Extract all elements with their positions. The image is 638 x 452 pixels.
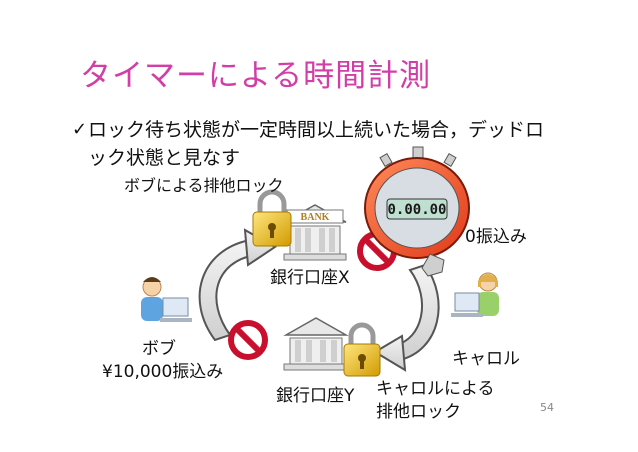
stopwatch-icon [364, 146, 470, 277]
bank-y-label: 銀行口座Y [276, 386, 355, 406]
prohibited-icon-lower [228, 320, 268, 360]
checkmark-icon: ✓ [72, 119, 88, 140]
bullet-text: ✓ ロック待ち状態が一定時間以上続いた場合，デッドロック状態と見なす [72, 116, 558, 172]
bullet-label: ロック待ち状態が一定時間以上続いた場合，デッドロック状態と見なす [88, 119, 545, 169]
bank-x-icon [283, 204, 347, 261]
bank-y-icon [283, 317, 349, 371]
bob-avatar-icon [141, 277, 192, 322]
carol-transfer-label: 0振込み [465, 227, 527, 247]
carol-lock-caption-line1: キャロルによる [376, 379, 495, 399]
cycle-arrow-right [373, 263, 440, 372]
lock-icon-bank-y [343, 322, 381, 377]
page-number: 54 [540, 401, 554, 414]
carol-avatar-icon [451, 272, 499, 317]
bob-label: ボブ [142, 339, 176, 359]
lock-icon-bank-x [252, 189, 292, 247]
bob-lock-caption: ボブによる排他ロック [124, 176, 284, 195]
carol-lock-caption-line2: 排他ロック [376, 402, 461, 422]
bank-x-label: 銀行口座X [270, 268, 350, 288]
stopwatch-display: 0.00.00 [387, 202, 446, 218]
bob-transfer-label: ¥10,000振込み [102, 362, 224, 382]
bank-sign: BANK [301, 212, 330, 223]
carol-label: キャロル [452, 349, 520, 369]
slide-title: タイマーによる時間計測 [80, 58, 432, 94]
